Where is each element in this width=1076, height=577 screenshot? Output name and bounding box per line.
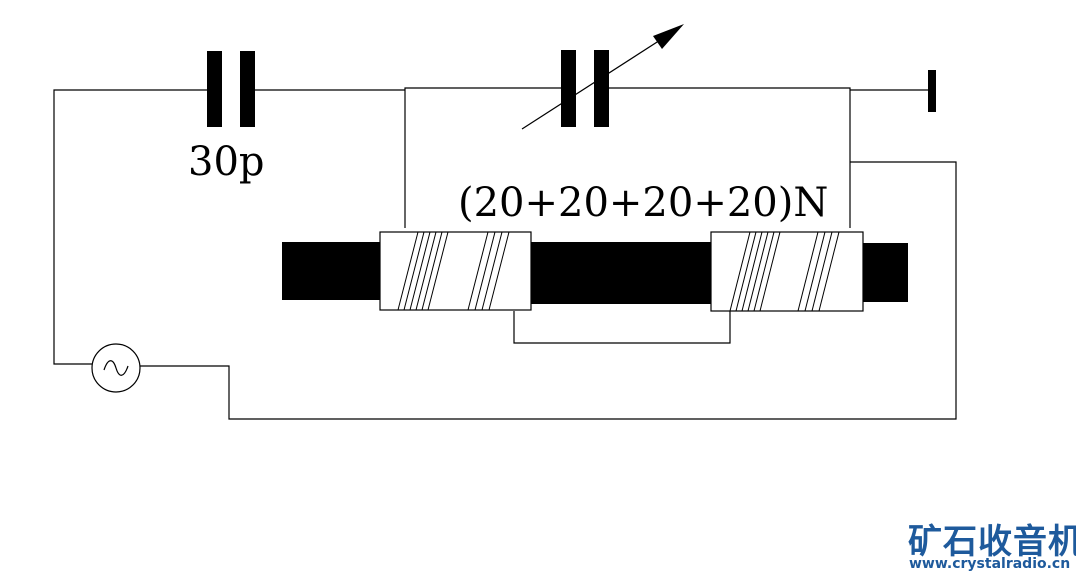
coil-right-former (710, 231, 864, 312)
antenna-terminal (928, 70, 936, 112)
capacitor-plate-right (240, 51, 255, 127)
varcap-arrow-shaft (521, 34, 669, 130)
coil-left-windings (397, 231, 510, 311)
rod-middle (530, 242, 712, 304)
ferrite-rod (282, 242, 908, 304)
left-wire (53, 89, 210, 365)
coil-left (379, 231, 532, 311)
fixed-capacitor-label: 30p (188, 139, 265, 185)
watermark-brand: 矿石收音机 (908, 522, 1076, 562)
right-tank-wire (607, 87, 851, 228)
coil-label: (20+20+20+20)N (458, 180, 828, 226)
rod-left-end (282, 242, 382, 300)
coil-left-former (379, 231, 532, 311)
ac-source (91, 343, 141, 393)
watermark-url: www.crystalradio.cn (909, 556, 1071, 572)
capacitor-plate-left (207, 51, 222, 127)
varcap-plate-right (594, 50, 609, 127)
return-wire (140, 161, 957, 420)
fixed-capacitor (207, 51, 255, 127)
ac-source-sine-icon (103, 360, 129, 376)
coil-right (710, 231, 864, 312)
varcap-arrow-head (653, 24, 684, 49)
circuit-wires (53, 87, 957, 420)
variable-capacitor (521, 24, 684, 130)
rod-right-end (862, 243, 908, 302)
varcap-plate-left (561, 50, 576, 127)
coil-right-windings (729, 231, 840, 312)
left-tank-wire (404, 87, 563, 228)
coil-link-wire (513, 311, 731, 344)
